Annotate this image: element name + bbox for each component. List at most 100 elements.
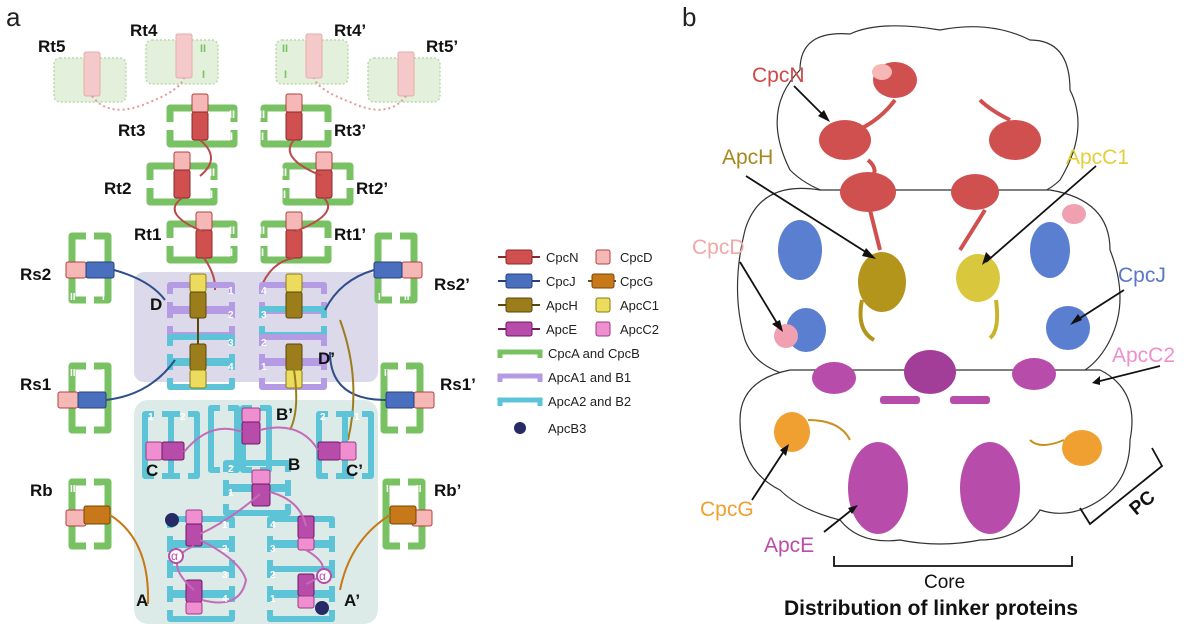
label-b-cpcg: CpcG <box>700 498 754 521</box>
label-rt5-prime: Rt5’ <box>426 37 458 56</box>
alpha-a-prime: α <box>319 569 326 583</box>
num-cp-2: 2 <box>320 412 326 423</box>
core-bracket <box>833 556 1073 567</box>
cpcj-linker-right <box>324 269 375 311</box>
num-c-1: 1 <box>148 412 154 423</box>
cpcj-linker-left <box>113 269 166 301</box>
pc-bracket <box>1079 447 1164 526</box>
roman-rt2-i: I <box>210 189 213 201</box>
svg-text:ApcH: ApcH <box>546 298 578 313</box>
label-core-b: B <box>288 455 300 474</box>
num-dp-2: 2 <box>261 338 267 349</box>
apcc1-densities <box>956 254 1000 340</box>
roman-rt4-i: I <box>202 69 205 81</box>
rod-rb-prime <box>386 482 433 546</box>
legend-apcc2: ApcC2 <box>595 321 659 337</box>
roman-rt3-ii: II <box>229 109 235 121</box>
num-ap-4: 4 <box>270 520 276 531</box>
num-dp-3: 3 <box>261 310 267 321</box>
label-core-d-prime: D’ <box>318 349 335 368</box>
label-b-apcc1: ApcC1 <box>1066 146 1129 169</box>
rod-rt1 <box>170 211 234 260</box>
legend-apcb3: ApcB3 <box>514 421 586 436</box>
num-dp-4: 4 <box>261 286 267 297</box>
svg-text:ApcB3: ApcB3 <box>548 421 586 436</box>
density-outline-middle <box>736 187 1121 381</box>
cpcg-linker-right <box>339 514 391 591</box>
label-rt4: Rt4 <box>130 21 158 40</box>
label-rt3-prime: Rt3’ <box>334 121 366 140</box>
svg-text:CpcG: CpcG <box>620 274 653 289</box>
num-b-2: 2 <box>228 464 234 475</box>
roman-rt1-ii: II <box>229 225 235 237</box>
panel-a-label: a <box>6 2 21 32</box>
label-rt1-prime: Rt1’ <box>334 225 366 244</box>
rod-rt5 <box>53 51 127 103</box>
label-rs1: Rs1 <box>20 375 51 394</box>
roman-rb-ii: II <box>70 484 76 495</box>
roman-rt1p-i: I <box>261 247 264 259</box>
num-ap-3: 3 <box>270 544 276 555</box>
apcb3-dot-a <box>165 513 179 527</box>
legend-cpcj: CpcJ <box>498 273 576 289</box>
legend-cpcg: CpcG <box>588 273 653 289</box>
cpcn-densities <box>819 62 1041 252</box>
num-c-2: 2 <box>180 412 186 423</box>
apch-densities <box>858 252 906 342</box>
num-d-3: 3 <box>228 338 234 349</box>
roman-rt4p-i: I <box>284 69 287 81</box>
rod-rs2-prime <box>373 236 423 300</box>
apcb3-dot-a-prime <box>315 601 329 615</box>
apch-linker-2 <box>339 319 355 441</box>
label-rb-prime: Rb’ <box>434 481 461 500</box>
legend-cpcd: CpcD <box>595 249 653 265</box>
legend-apce: ApcE <box>498 321 577 337</box>
cpcj-linker-right-2 <box>329 351 387 401</box>
label-rs2-prime: Rs2’ <box>434 275 470 294</box>
num-a-3: 3 <box>222 570 228 581</box>
rod-rt1-prime <box>264 211 328 260</box>
label-b-apch: ApcH <box>722 146 773 169</box>
density-outline-bottom <box>739 369 1133 545</box>
rod-rt5-prime <box>367 51 441 103</box>
roman-rs1-ii: II <box>70 368 76 379</box>
alpha-circle-a-prime <box>316 568 332 584</box>
num-b-1: 1 <box>228 488 234 499</box>
legend-apca1-b1: ApcA1 and B1 <box>497 370 631 385</box>
num-a-1: 1 <box>222 520 228 531</box>
roman-rs2-ii: II <box>70 292 76 303</box>
cpcj-densities <box>774 204 1090 352</box>
label-rt2-prime: Rt2’ <box>356 179 388 198</box>
roman-rs2p-i: I <box>378 292 381 303</box>
cpcg-linker-left <box>109 514 150 605</box>
roman-rbp-ii: II <box>416 484 422 495</box>
roman-rt4-ii: II <box>200 43 206 55</box>
cpcj-linker-left-2 <box>105 359 176 401</box>
num-d-1: 1 <box>228 286 234 297</box>
num-a-4: 4 <box>222 594 228 605</box>
rod-rt2 <box>150 151 214 202</box>
legend-apcc1: ApcC1 <box>595 297 659 313</box>
label-b-apcc2: ApcC2 <box>1112 344 1175 367</box>
label-b-core: Core <box>924 572 965 593</box>
apce-apcc2-core <box>145 407 357 615</box>
label-b-cpcn: CpcN <box>752 64 805 87</box>
rod-rb <box>65 482 110 546</box>
label-core-c-prime: C’ <box>346 461 363 480</box>
apch-linker <box>289 369 298 431</box>
num-ap-1: 1 <box>270 594 276 605</box>
legend: CpcN CpcD CpcJ CpcG ApcH ApcC1 Apc <box>497 249 659 436</box>
legend-apch: ApcH <box>498 297 578 313</box>
svg-text:CpcA and CpcB: CpcA and CpcB <box>548 346 640 361</box>
label-rs2: Rs2 <box>20 265 51 284</box>
cpcg-densities <box>774 412 1102 466</box>
label-rb: Rb <box>30 481 53 500</box>
svg-text:ApcC1: ApcC1 <box>620 298 659 313</box>
phycobilisome-map <box>736 25 1133 545</box>
label-rs1-prime: Rs1’ <box>440 375 476 394</box>
ghost-linker-left <box>91 77 185 111</box>
svg-text:ApcA1 and B1: ApcA1 and B1 <box>548 370 631 385</box>
roman-rs2p-ii: II <box>404 292 410 303</box>
label-b-apce: ApcE <box>764 534 814 557</box>
